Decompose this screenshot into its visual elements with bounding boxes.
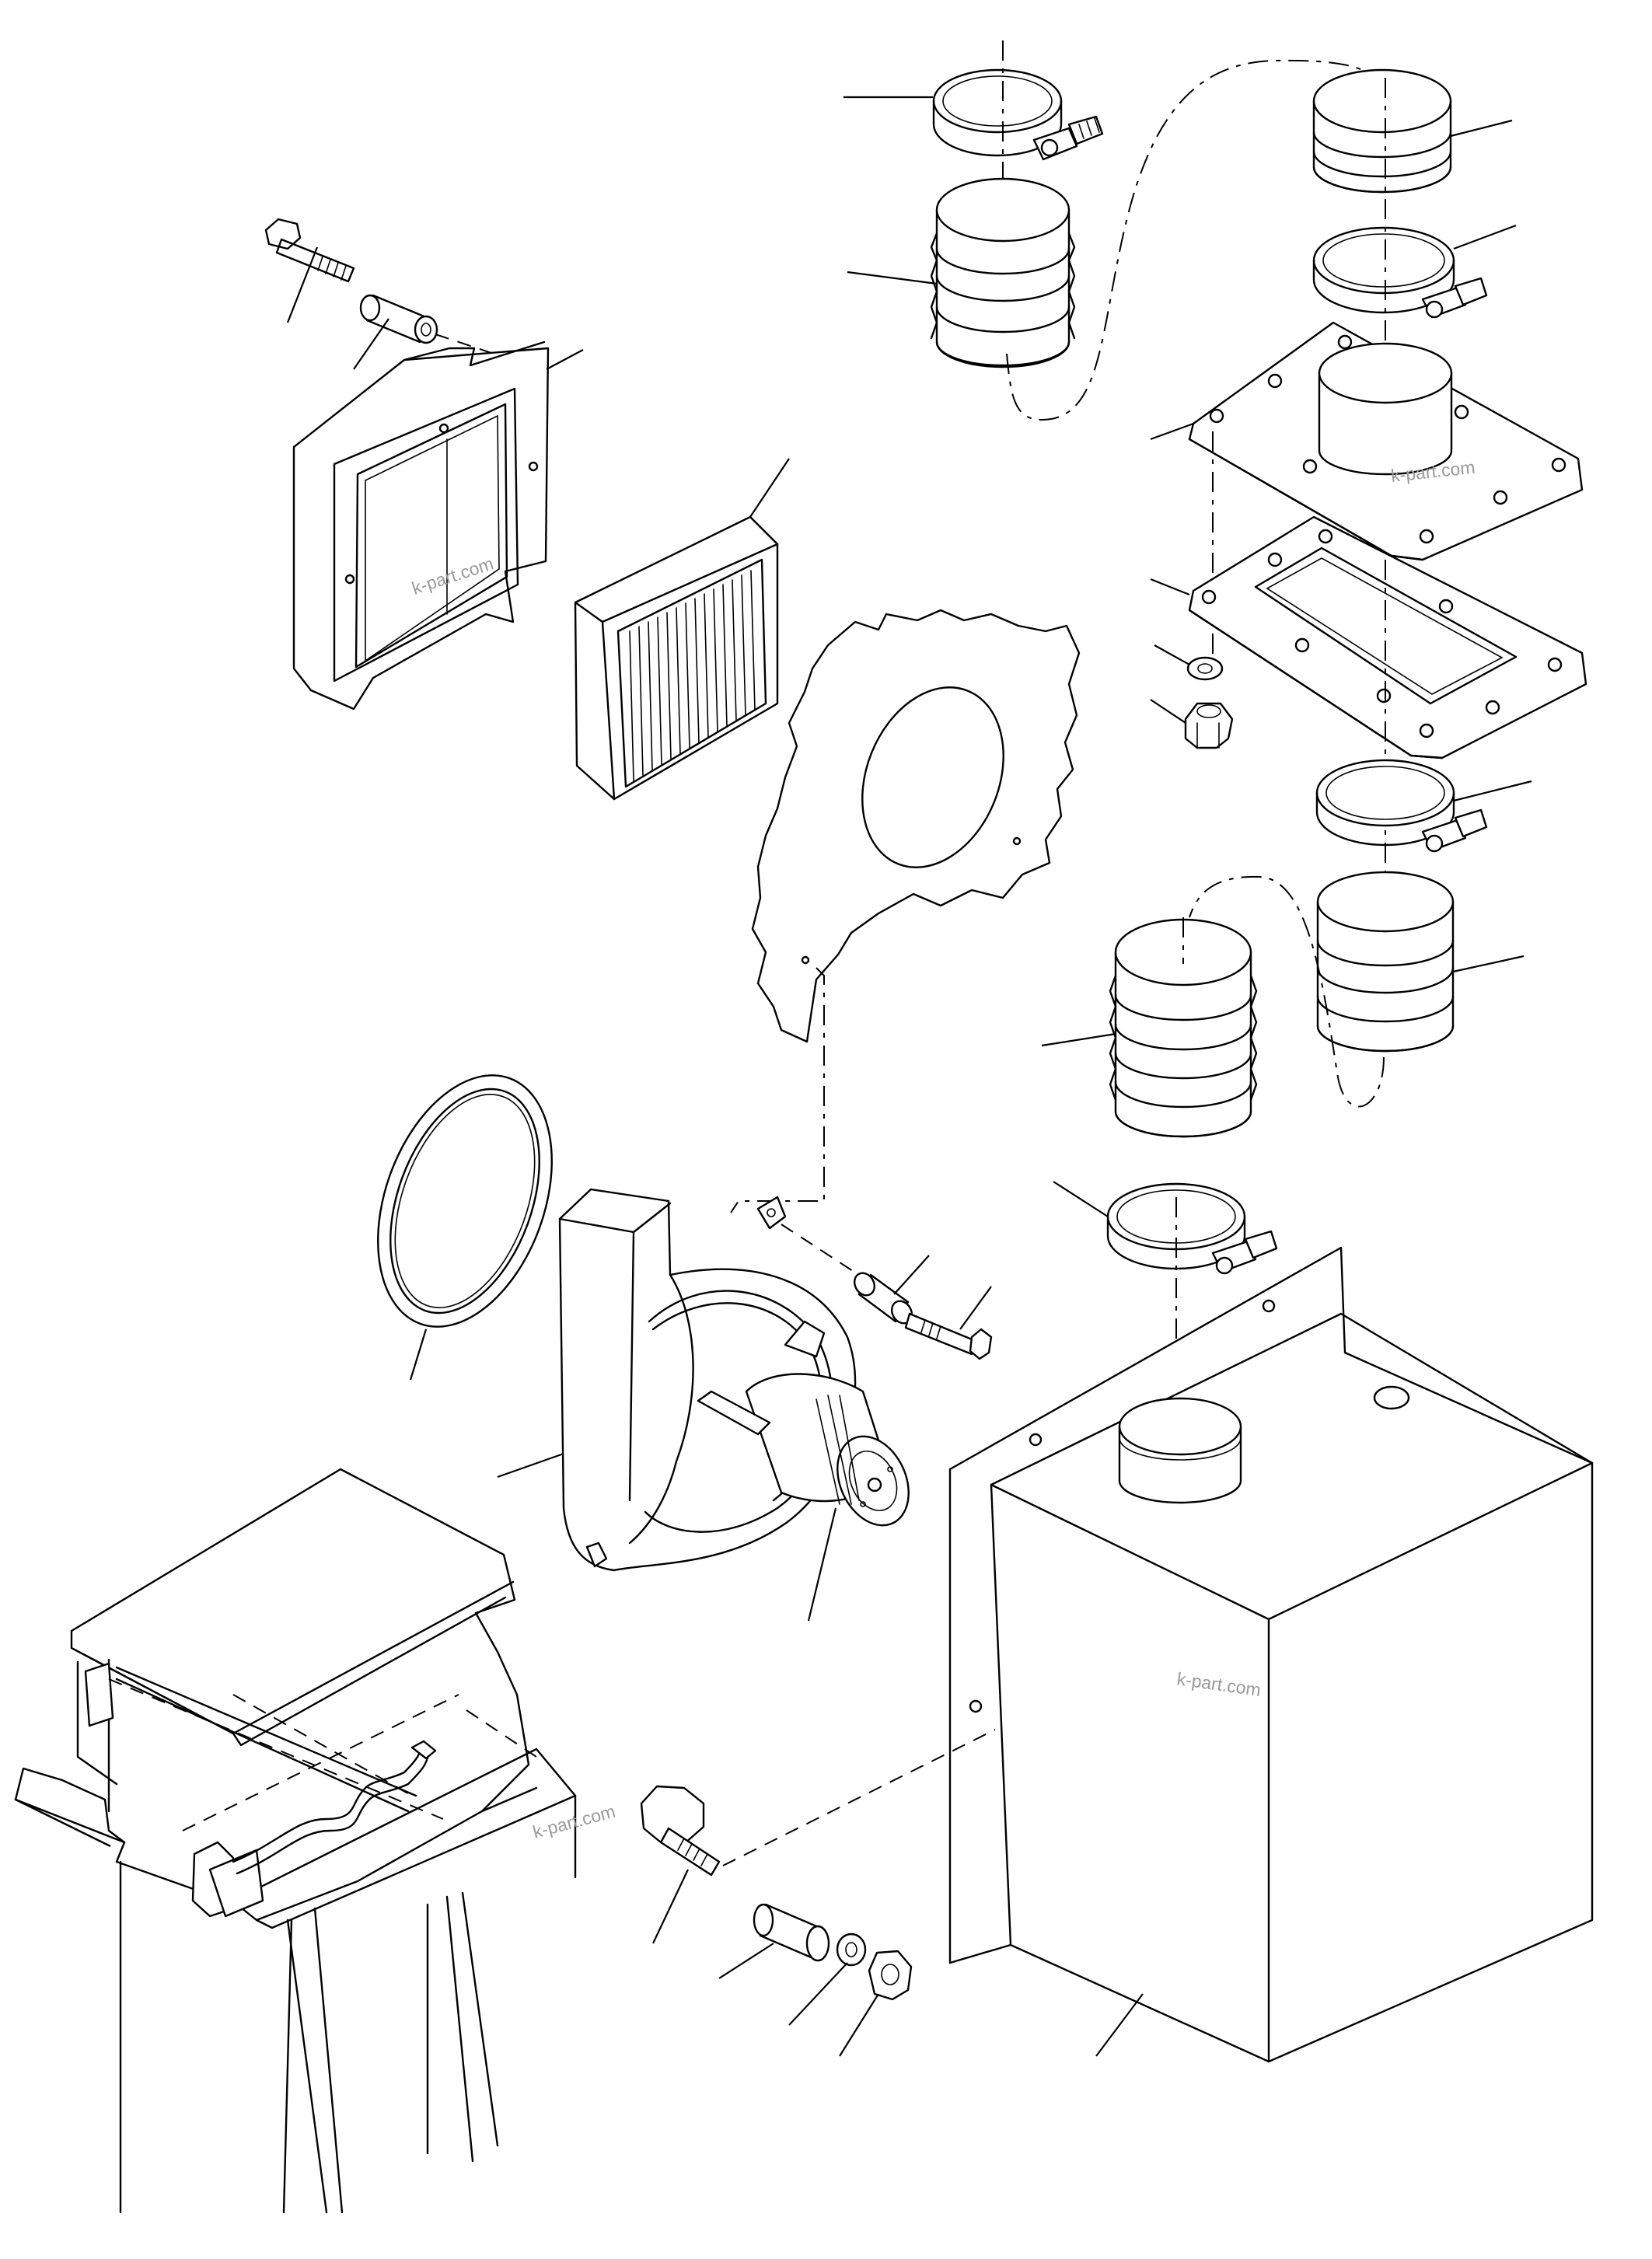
spacer-blower (853, 1272, 913, 1325)
nut-mount (868, 1950, 913, 2001)
o-ring-seal (377, 1074, 553, 1328)
bellows-hose-right-bottom (1316, 871, 1455, 1053)
bellows-hose-center (1109, 918, 1258, 1138)
hose-clamp-tank (1106, 1182, 1278, 1275)
bellows-hose-top (930, 177, 1076, 368)
filter-cartridge (574, 515, 779, 801)
blower-fan-assembly (558, 1188, 910, 1572)
bolt-top-left (264, 218, 355, 283)
spacer-top-left (359, 294, 438, 344)
washer-small (1186, 656, 1224, 681)
filter-frame (292, 340, 550, 711)
washer-mount (836, 1933, 867, 1967)
mount-stud-bolt (640, 1785, 721, 1877)
bolt-blower (904, 1312, 993, 1360)
bellows-hose-right-top (1312, 68, 1452, 194)
spacer-mount (753, 1903, 830, 1962)
nut-small (1184, 702, 1234, 749)
hose-clamp-right-1 (1312, 226, 1488, 319)
filter-pleats (629, 570, 756, 781)
hose-clamp-top (932, 68, 1104, 161)
watermark-4: k-part.com (531, 1801, 618, 1842)
callout-leader-lines (286, 96, 1532, 2057)
gasket-plate (1188, 515, 1587, 759)
hose-clamp-right-2 (1315, 759, 1488, 853)
large-gasket (751, 609, 1081, 1043)
flange-plate-top (1188, 321, 1584, 561)
cab-console-frame (14, 1468, 577, 2214)
heater-tank-box (948, 1246, 1594, 2063)
